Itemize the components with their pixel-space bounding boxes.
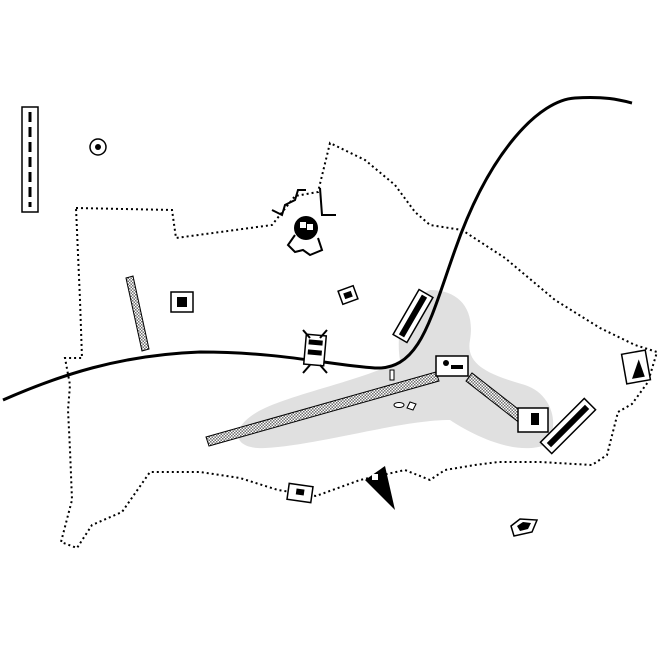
site-boundary-dotted [59,141,659,550]
main-road-line [2,96,633,402]
landmark-circle-icon [89,138,107,156]
triangle-landmark [365,466,395,510]
buildings [170,187,652,537]
airstrip-runway [21,106,39,213]
